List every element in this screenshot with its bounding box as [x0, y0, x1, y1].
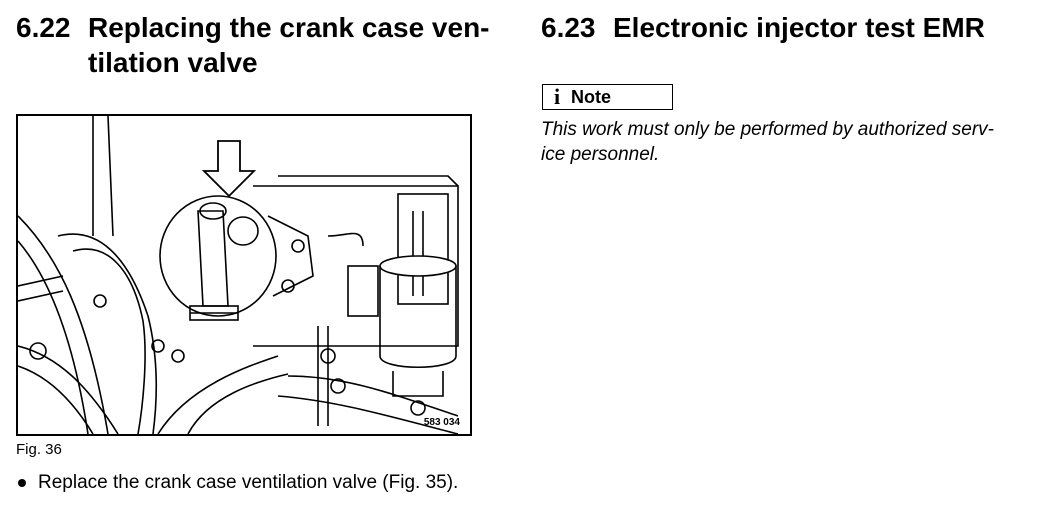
section-number-6-23: 6.23	[541, 12, 596, 43]
figure-image-number: 583 034	[423, 417, 460, 428]
note-text: This work must only be performed by auth…	[541, 117, 1041, 167]
title-line-1: Replacing the crank case ven-	[88, 12, 490, 43]
engine-line-drawing	[18, 116, 459, 434]
note-text-line-2: ice personnel.	[541, 144, 660, 165]
down-arrow-icon	[201, 140, 257, 198]
note-box: i Note	[542, 84, 673, 110]
figure-caption: Fig. 36	[16, 441, 62, 458]
note-text-line-1: This work must only be performed by auth…	[541, 119, 995, 140]
note-label: Note	[571, 86, 611, 107]
instruction-text: Replace the crank case ventilation valve…	[38, 472, 459, 493]
instruction-bullet: Replace the crank case ventilation valve…	[16, 472, 458, 494]
section-number-6-22: 6.22	[16, 12, 71, 43]
section-title-injector-test: Electronic injector test EMR	[613, 12, 985, 43]
title-line-2: tilation valve	[88, 47, 258, 78]
bullet-icon	[18, 479, 26, 487]
engine-illustration: 583 034	[16, 114, 472, 436]
info-icon: i	[553, 84, 561, 109]
section-title-crank-case-valve: Replacing the crank case ven- tilation v…	[88, 10, 518, 80]
